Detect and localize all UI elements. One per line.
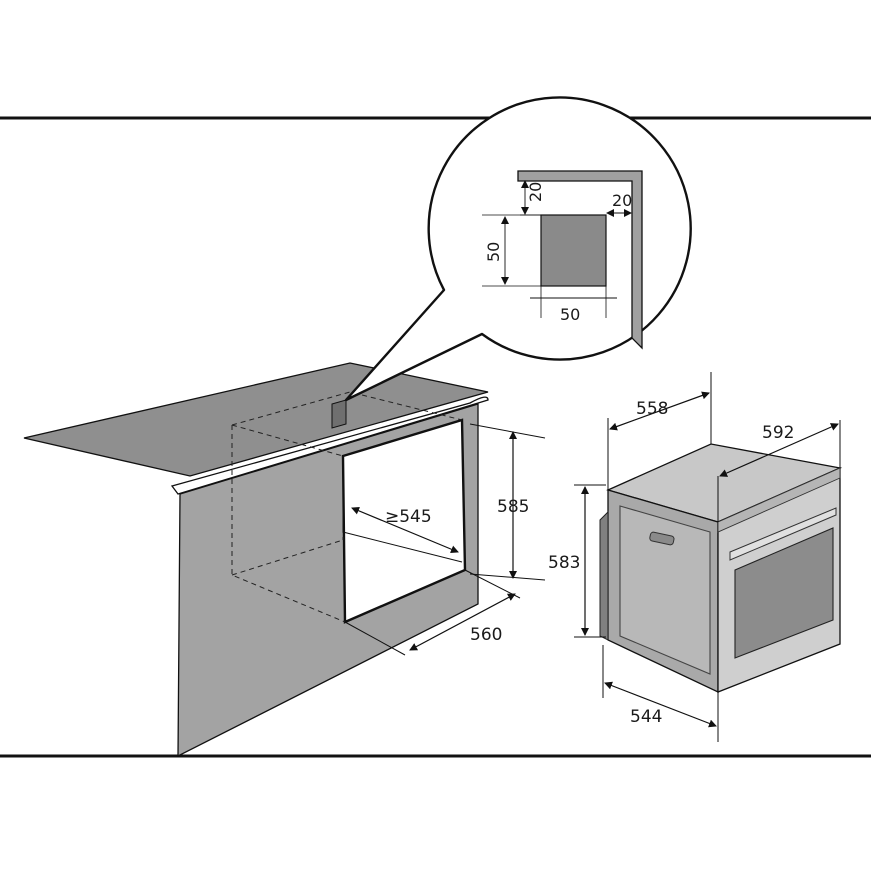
vent-width-label: 50 (560, 305, 580, 324)
vent-opening (331, 399, 347, 429)
oven-door-handle (729, 507, 837, 561)
dim-line-niche-depth (351, 506, 459, 554)
vent-height-label: 50 (484, 242, 503, 262)
dim-line-oven-width (719, 423, 839, 477)
oven-front-trim (717, 467, 841, 533)
oven-height-label: 583 (548, 553, 580, 573)
gap-top-label: 20 (526, 182, 545, 202)
niche-depth-label: ≥545 (385, 507, 432, 527)
countertop-edge (170, 396, 489, 495)
countertop (23, 362, 489, 477)
cabinet-illustration: 585 ≥545 560 (23, 362, 546, 758)
niche-height-label: 585 (497, 497, 529, 517)
oven-depth-label: 558 (636, 399, 668, 419)
oven-body-width-label: 544 (630, 707, 662, 727)
niche-width-label: 560 (470, 625, 502, 645)
gap-side-label: 20 (612, 191, 632, 210)
dim-line-oven-body-width (604, 681, 717, 728)
dim-line-niche-width (409, 593, 516, 651)
oven-illustration: 558 592 583 544 (548, 372, 843, 742)
detail-corner-wall (517, 170, 643, 350)
detail-vent-square (540, 214, 607, 287)
oven-door-window (734, 527, 834, 659)
oven-mounting-strip (599, 510, 609, 641)
oven-width-label: 592 (762, 423, 794, 443)
vent-detail-callout: 20 20 50 50 (344, 96, 692, 402)
oven-side-panel (619, 505, 711, 675)
dim-line-oven-depth (609, 391, 710, 431)
